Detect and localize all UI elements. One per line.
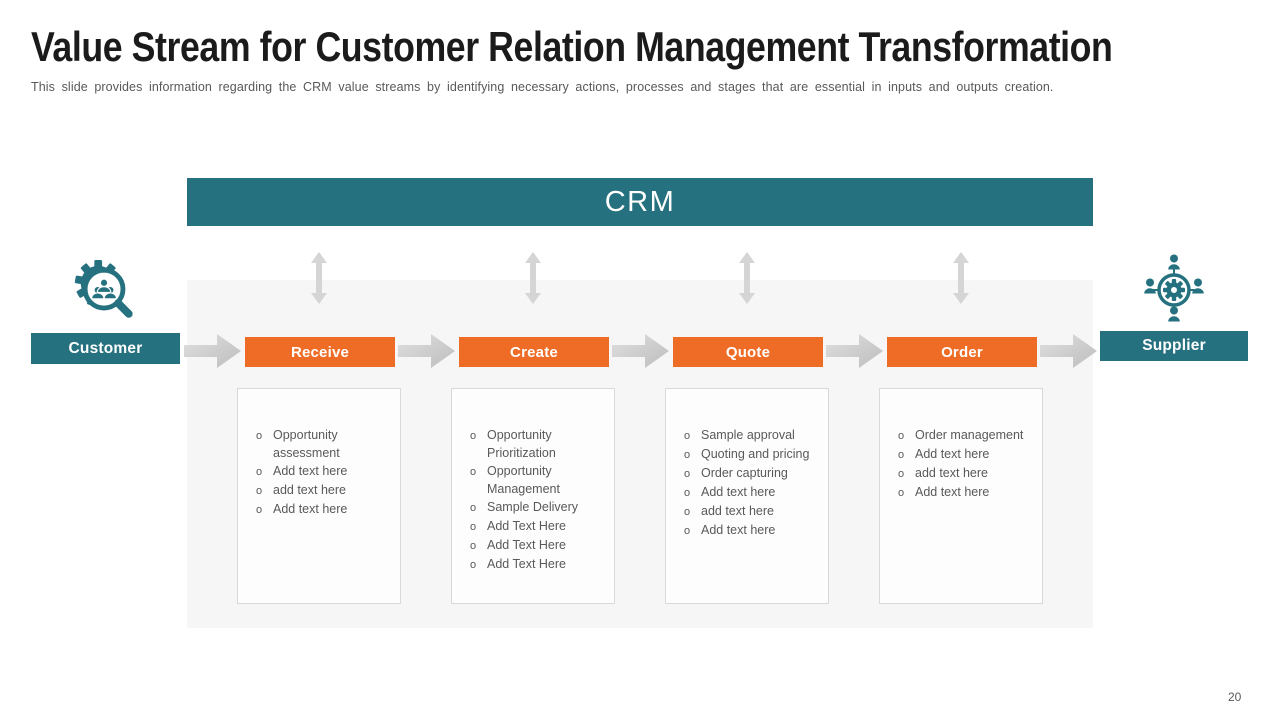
- notes-box-quote: Sample approval Quoting and pricing Orde…: [665, 388, 829, 604]
- list-item: Add text here: [273, 501, 388, 519]
- double-arrow-vertical-icon: [953, 252, 969, 304]
- double-arrow-vertical-icon: [739, 252, 755, 304]
- bullet-list: Opportunity Prioritization Opportunity M…: [452, 389, 614, 574]
- stage-label: Create: [510, 343, 558, 361]
- supplier-label: Supplier: [1142, 337, 1206, 354]
- list-item: Opportunity Management: [487, 463, 602, 498]
- list-item: Add text here: [273, 463, 388, 481]
- double-arrow-vertical-icon: [525, 252, 541, 304]
- list-item: Add text here: [701, 522, 816, 540]
- page-title: Value Stream for Customer Relation Manag…: [31, 23, 1113, 70]
- list-item: Order management: [915, 427, 1030, 445]
- customer-search-gear-icon: [74, 259, 133, 318]
- bullet-list: Order management Add text here add text …: [880, 389, 1042, 502]
- list-item: Opportunity assessment: [273, 427, 388, 462]
- notes-box-receive: Opportunity assessment Add text here add…: [237, 388, 401, 604]
- notes-box-order: Order management Add text here add text …: [879, 388, 1043, 604]
- list-item: Sample Delivery: [487, 499, 602, 517]
- list-item: Add Text Here: [487, 537, 602, 555]
- list-item: Sample approval: [701, 427, 816, 445]
- right-arrow-icon: [184, 334, 241, 368]
- list-item: Add Text Here: [487, 556, 602, 574]
- supplier-label-bar: Supplier: [1100, 331, 1248, 361]
- list-item: Add text here: [701, 484, 816, 502]
- crm-banner-label: CRM: [604, 185, 676, 218]
- list-item: add text here: [701, 503, 816, 521]
- list-item: Add text here: [915, 446, 1030, 464]
- list-item: add text here: [915, 465, 1030, 483]
- stage-label: Receive: [290, 343, 350, 361]
- list-item: Add text here: [915, 484, 1030, 502]
- list-item: Order capturing: [701, 465, 816, 483]
- stage-button-receive: Receive: [245, 337, 395, 367]
- customer-label-bar: Customer: [31, 333, 180, 364]
- supplier-network-gear-icon: [1144, 254, 1204, 322]
- crm-banner: CRM: [187, 178, 1093, 226]
- page-subtitle: This slide provides information regardin…: [31, 80, 1054, 94]
- right-arrow-icon: [826, 334, 883, 368]
- bullet-list: Opportunity assessment Add text here add…: [238, 389, 400, 519]
- right-arrow-icon: [398, 334, 455, 368]
- list-item: Quoting and pricing: [701, 446, 816, 464]
- stage-button-create: Create: [459, 337, 609, 367]
- notes-box-create: Opportunity Prioritization Opportunity M…: [451, 388, 615, 604]
- stage-button-quote: Quote: [673, 337, 823, 367]
- list-item: add text here: [273, 482, 388, 500]
- list-item: Add Text Here: [487, 518, 602, 536]
- stage-button-order: Order: [887, 337, 1037, 367]
- stage-label: Quote: [725, 343, 771, 361]
- bullet-list: Sample approval Quoting and pricing Orde…: [666, 389, 828, 540]
- page-number: 20: [1228, 690, 1242, 704]
- list-item: Opportunity Prioritization: [487, 427, 602, 462]
- customer-label: Customer: [68, 339, 143, 357]
- stage-label: Order: [941, 343, 983, 361]
- right-arrow-icon: [612, 334, 669, 368]
- double-arrow-vertical-icon: [311, 252, 327, 304]
- right-arrow-icon: [1040, 334, 1097, 368]
